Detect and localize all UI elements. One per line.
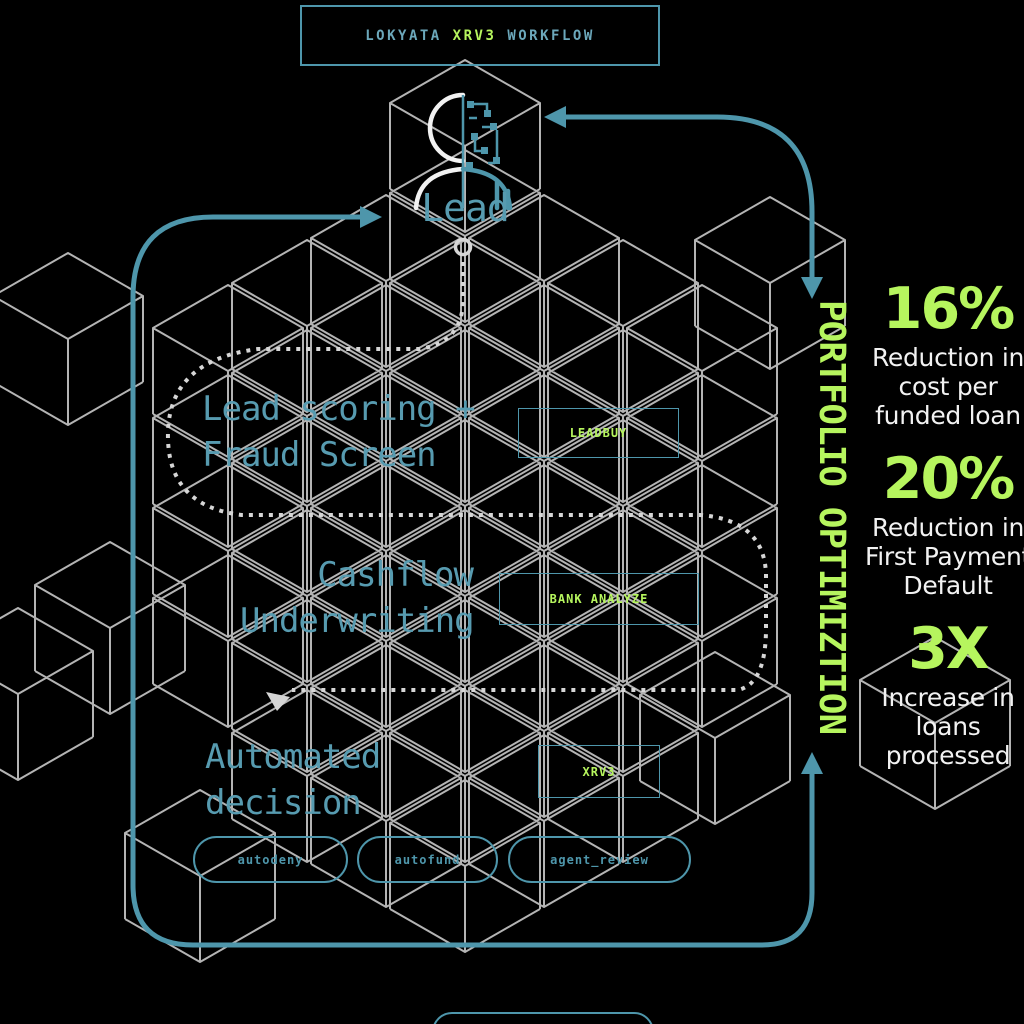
pill-agent-review: agent_review [508,836,691,883]
arrow-up-icon [801,752,823,774]
stage-label-automated-decision: Automated decision [205,734,381,826]
arrow-left-icon [544,106,566,128]
stat-desc: processed [885,741,1011,771]
stage-line: decision [205,783,362,823]
stat-first-payment-default: 20% Reduction in First Payment Default [853,446,1024,601]
stats-column: 16% Reduction in cost per funded loan 20… [853,276,1024,792]
arrow-down-icon [801,277,823,299]
stage-line: Fraud Screen [202,435,437,475]
bank-analyze-tag: BANK ANALYZE [499,573,699,625]
stat-value: 16% [882,276,1015,342]
circuit-nodes-icon [466,101,500,169]
stat-cost-per-loan: 16% Reduction in cost per funded loan [853,276,1024,431]
dotted-arrowhead-icon [266,692,290,711]
stat-value: 20% [882,446,1015,513]
isometric-cube-lattice [0,59,1011,963]
stat-desc: funded loan [875,401,1021,431]
arrow-right-icon [360,206,382,228]
workflow-title-box: LOKYATA XRV3 WORKFLOW [300,5,660,66]
stat-desc: Reduction in [871,343,1024,373]
lead-connector-dot [453,237,473,257]
stat-desc: First Payment [864,542,1024,572]
lead-label: Lead [421,186,510,230]
feedback-loop-right-path [562,114,815,281]
pill-autofund: autofund [357,836,498,883]
workflow-loop-arrows [130,106,823,948]
stat-desc: Default [903,571,993,601]
stage-line: Cashflow [317,555,474,595]
leadbuy-tag: LEADBUY [518,408,679,458]
stat-desc: Increase in [881,683,1015,713]
partial-pill-bottom [432,1012,654,1024]
stage-line: Lead scoring + [202,389,476,429]
lead-person-icon [413,92,513,211]
stat-loans-processed: 3X Increase in loans processed [853,616,1024,771]
feedback-loop-left-path [130,214,815,948]
stat-desc: Reduction in [871,513,1024,543]
stat-value: 3X [908,616,990,683]
title-product-name: XRV3 [452,27,497,44]
xrv3-tag: XRV3 [538,745,660,798]
title-text-prefix: LOKYATA [365,27,453,44]
stage-line: Underwriting [240,601,475,641]
title-text-suffix: WORKFLOW [496,27,595,44]
stat-desc: loans [915,712,981,742]
pill-autodeny: autodeny [193,836,348,883]
dotted-flow-line [165,262,768,692]
dotted-flow-path [165,237,768,711]
stage-label-cashflow-underwriting: Cashflow Underwriting [240,552,475,644]
stage-label-lead-scoring: Lead scoring + Fraud Screen [202,386,476,478]
stat-desc: cost per [898,372,998,402]
portfolio-optimization-label: PORTFOLIO OPTIMIZTION [811,300,852,735]
stage-line: Automated [205,737,381,777]
